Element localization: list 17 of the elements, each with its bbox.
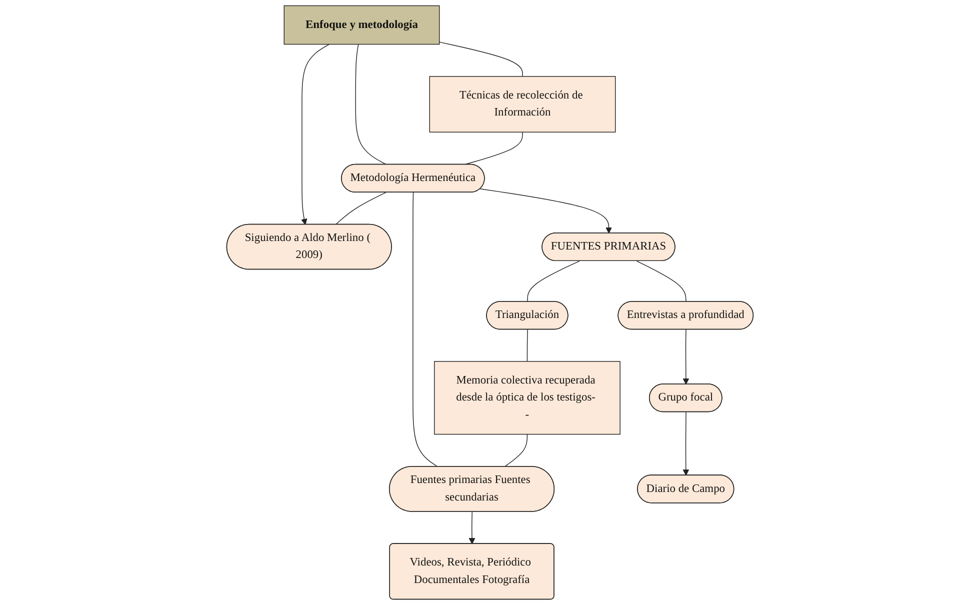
connector	[335, 192, 386, 225]
connector	[504, 434, 528, 468]
node-box: Enfoque y metodología	[284, 5, 440, 45]
arrow	[682, 412, 690, 476]
arrow	[682, 329, 690, 385]
connector	[527, 260, 580, 302]
node-box: Memoria colectiva recuperada desde la óptica de los testigos- -	[434, 361, 620, 435]
connector	[636, 260, 686, 302]
arrow	[468, 511, 476, 544]
connector	[526, 329, 528, 362]
connector	[464, 132, 523, 165]
connector	[355, 44, 388, 165]
arrow	[301, 44, 330, 225]
arrow	[480, 188, 612, 234]
node-box: Técnicas de recolección de Información	[429, 76, 616, 132]
connector	[439, 42, 523, 77]
connector	[412, 192, 438, 468]
